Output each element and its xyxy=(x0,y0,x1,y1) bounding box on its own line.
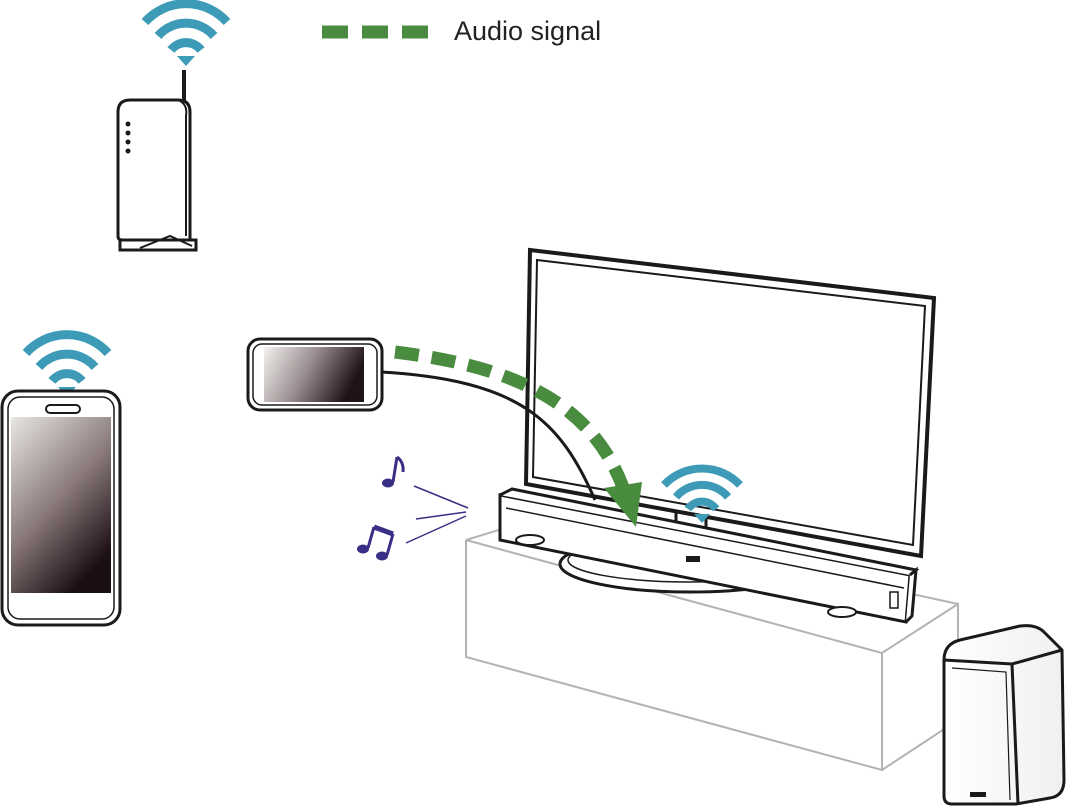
subwoofer-icon xyxy=(942,624,1066,806)
sound-lines xyxy=(405,485,469,544)
smartphone-landscape-icon xyxy=(246,337,384,412)
soundbar-icon xyxy=(498,487,920,624)
wifi-signal-icon xyxy=(22,330,112,397)
music-note-icon xyxy=(357,524,395,561)
wifi-router-icon xyxy=(116,0,231,252)
audio-signal-arrow xyxy=(394,345,642,527)
smartphone-icon xyxy=(0,330,122,627)
wifi-signal-icon xyxy=(141,0,231,66)
audio-cable xyxy=(379,370,597,501)
legend-label: Audio signal xyxy=(454,16,601,46)
legend: Audio signal xyxy=(322,16,601,46)
wifi-signal-icon xyxy=(661,464,743,523)
music-note-icon xyxy=(382,455,405,488)
